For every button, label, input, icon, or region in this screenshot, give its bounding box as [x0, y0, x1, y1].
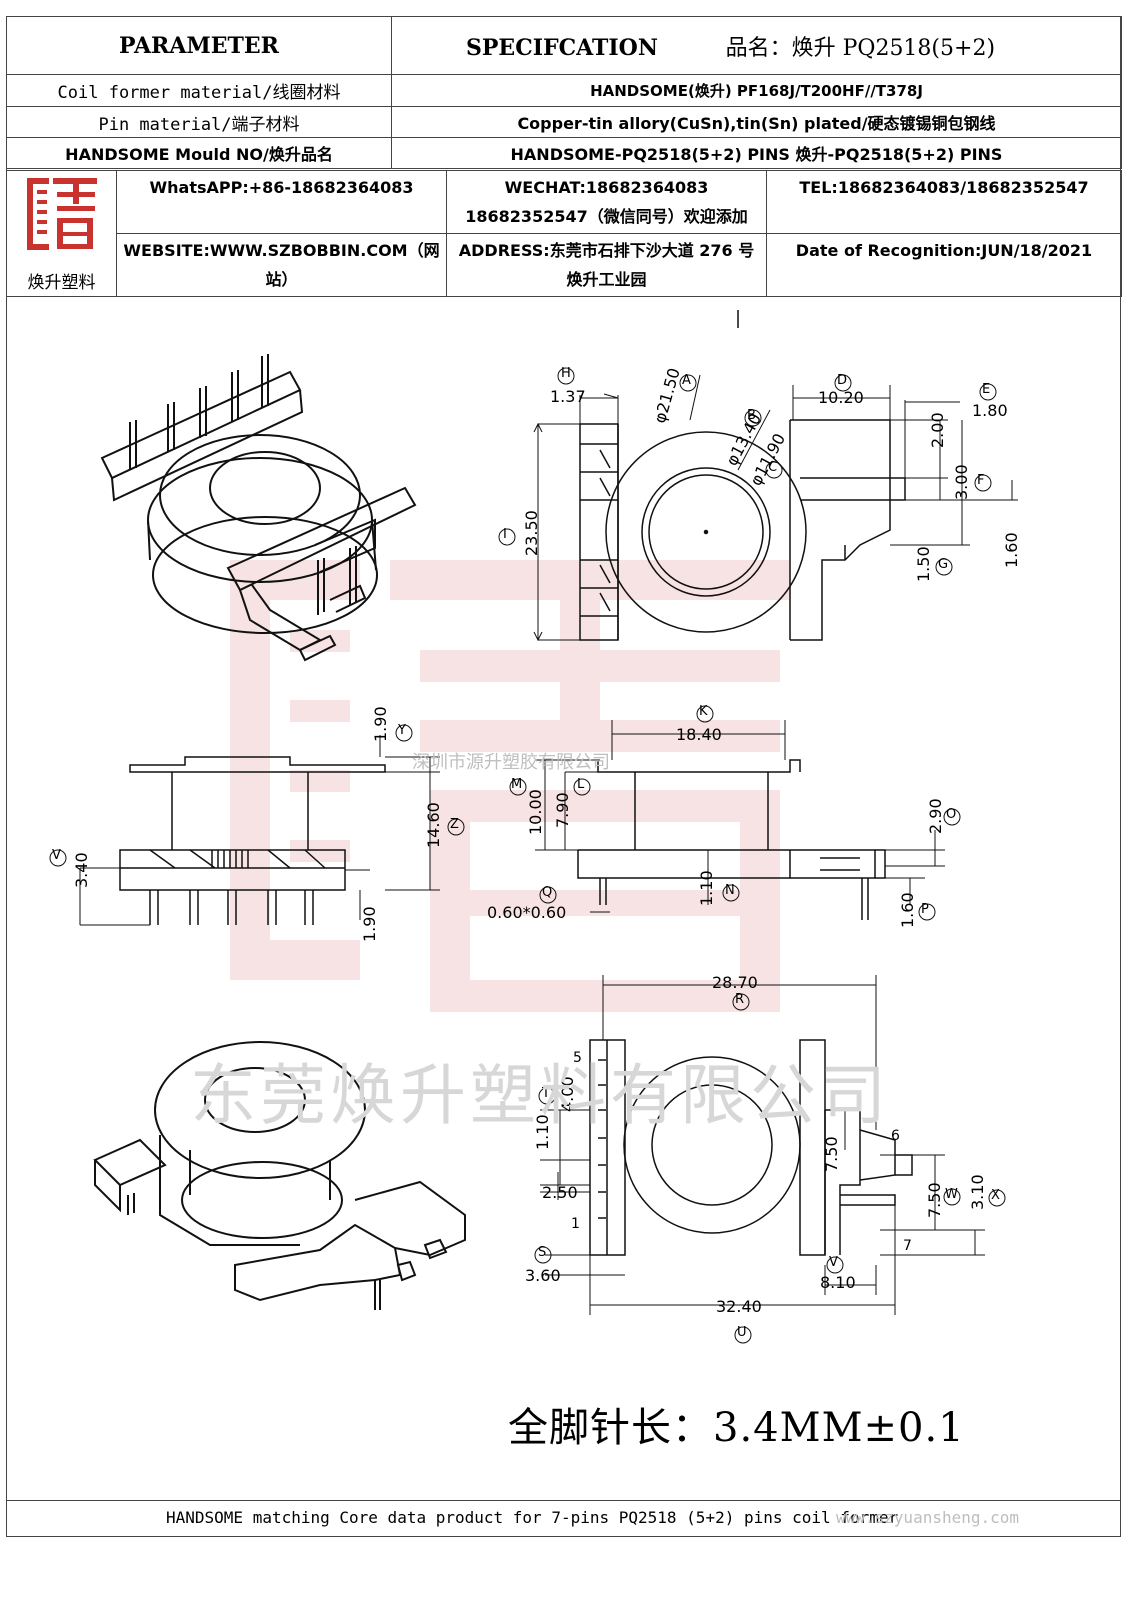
label-X: X [991, 1188, 1000, 1203]
dim-V: 3.40 [72, 852, 91, 888]
specification-heading: SPECIFCATION 品名：焕升 PQ2518(5+2) [391, 16, 1122, 75]
pin-length-note: 全脚针长：3.4MM±0.1 [508, 1405, 965, 1451]
label-Q: Q [542, 885, 553, 900]
label-O: O [946, 807, 957, 822]
label-L: L [577, 777, 585, 792]
circled-labels [49, 367, 1006, 1344]
dim-N: 1.10 [697, 870, 716, 906]
dim-D: 10.20 [818, 388, 864, 407]
date-text: Date of Recognition:JUN/18/2021 [766, 233, 1122, 297]
label-E: E [982, 382, 991, 397]
pin-number: 6 [891, 1128, 900, 1144]
logo-caption: 焕升塑料 [27, 273, 96, 293]
dim-V3: 8.10 [820, 1273, 856, 1292]
dim-R: 28.70 [712, 973, 758, 992]
bottom-view-dimensions [540, 975, 985, 1315]
front-section-dimensions [535, 720, 945, 913]
dim-Z: 14.60 [424, 802, 443, 848]
spec-header-table: PARAMETER SPECIFCATION 品名：焕升 PQ2518(5+2)… [6, 16, 1122, 169]
top-view [579, 419, 906, 641]
label-H: H [561, 366, 571, 381]
product-name: 品名：焕升 PQ2518(5+2) [725, 35, 996, 61]
top-view-dimensions [533, 374, 1018, 642]
isometric-view-bottom [93, 1041, 466, 1310]
dim-T3: 2.50 [542, 1183, 578, 1202]
dim-Y: 1.90 [371, 706, 390, 742]
label-G: G [938, 557, 949, 572]
dim-I: 23.50 [522, 510, 541, 556]
label-R: R [735, 992, 745, 1007]
dim-L: 7.90 [553, 792, 572, 828]
label-S: S [538, 1245, 547, 1260]
label-W: W [945, 1187, 958, 1202]
address-text: ADDRESS:东莞市石排下沙大道 276 号焕升工业园 [446, 233, 767, 297]
footer-text: HANDSOME matching Core data product for … [166, 1508, 899, 1527]
label-N: N [725, 883, 735, 898]
watermark-url: www.szyuansheng.com [836, 1508, 1020, 1527]
dim-G: 1.50 [914, 546, 933, 582]
dim-P: 1.60 [898, 892, 917, 928]
label-Z: Z [450, 817, 459, 832]
label-U: U [737, 1325, 747, 1340]
label-I: I [503, 527, 507, 542]
dim-W: 7.50 [925, 1182, 944, 1218]
dim-V2: 1.90 [360, 906, 379, 942]
isometric-view-top [100, 354, 417, 662]
label-V3: V [829, 1255, 838, 1270]
row-label: Coil former material/线圈材料 [6, 74, 392, 107]
dim-O: 2.90 [926, 798, 945, 834]
website-text: WEBSITE:WWW.SZBOBBIN.COM（网站） [116, 233, 447, 297]
row-value: Copper-tin allory(CuSn),tin(Sn) plated/硬… [391, 106, 1122, 138]
label-P: P [921, 902, 929, 917]
label-M: M [511, 777, 523, 792]
label-K: K [699, 704, 708, 719]
label-A: A [682, 373, 691, 388]
dim-M: 10.00 [526, 789, 545, 835]
wechat-text: WECHAT:18682364083 18682352547（微信同号）欢迎添加 [446, 170, 767, 234]
row-label: HANDSOME Mould NO/焕升品名 [6, 137, 392, 169]
dim-G2: 1.60 [1002, 532, 1021, 568]
pin-number: 5 [573, 1050, 582, 1066]
dim-F: 3.00 [952, 464, 971, 500]
label-Y: Y [398, 723, 406, 738]
label-V: V [52, 848, 61, 863]
side-view-dimensions [79, 735, 440, 926]
dim-E2: 2.00 [928, 412, 947, 448]
dim-Q: 0.60*0.60 [487, 903, 567, 922]
logo-cell: 焕升塑料 [6, 170, 117, 297]
dim-H: 1.37 [550, 387, 586, 406]
dim-E: 1.80 [972, 401, 1008, 420]
side-view [119, 756, 386, 925]
watermark-company-small: 深圳市源升塑胶有限公司 [412, 752, 610, 773]
dim-S: 3.60 [525, 1266, 561, 1285]
parameter-heading: PARAMETER [6, 16, 392, 75]
dim-U: 32.40 [716, 1297, 762, 1316]
pin-number: 1 [571, 1216, 580, 1232]
bottom-view [589, 1039, 913, 1256]
watermark-company-large: 东莞焕升塑料有限公司 [190, 1057, 890, 1134]
tel-text: TEL:18682364083/18682352547 [766, 170, 1122, 234]
label-F: F [977, 473, 985, 488]
whatsapp-text: WhatsAPP:+86-18682364083 [116, 170, 447, 234]
dim-K: 18.40 [676, 725, 722, 744]
label-D: D [837, 373, 848, 388]
pin-number: 7 [903, 1238, 912, 1254]
label-C: C [768, 460, 778, 475]
label-T: T [542, 1086, 550, 1101]
dim-W2: 7.50 [822, 1136, 841, 1172]
company-logo [26, 178, 97, 250]
footer-bar: HANDSOME matching Core data product for … [6, 1500, 1121, 1538]
row-value: HANDSOME-PQ2518(5+2) PINS 焕升-PQ2518(5+2)… [391, 137, 1122, 169]
specification-label: SPECIFCATION [466, 34, 658, 61]
contact-table: 焕升塑料 WhatsAPP:+86-18682364083 WECHAT:186… [6, 170, 1122, 297]
label-B: B [747, 408, 756, 423]
front-section-view [577, 759, 886, 920]
dim-X: 3.10 [968, 1174, 987, 1210]
